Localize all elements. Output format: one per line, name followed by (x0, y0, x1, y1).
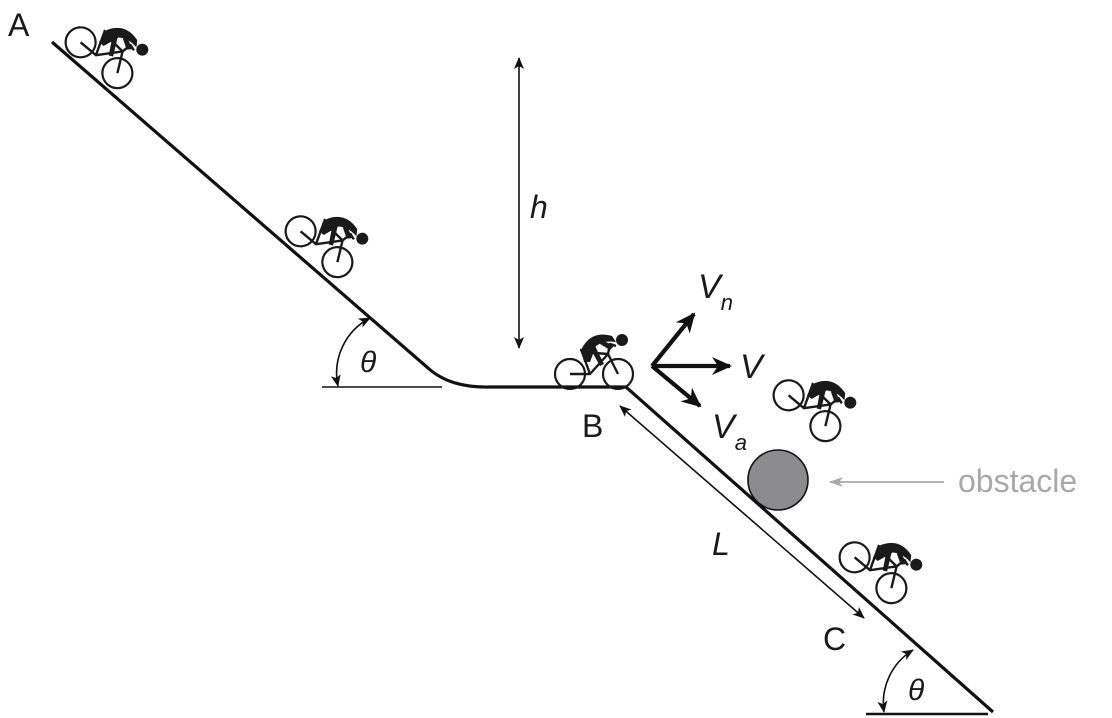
velocity-axial-arrow (650, 364, 702, 408)
obstacle-ball (747, 449, 809, 511)
cyclist-icon (58, 0, 156, 96)
label-velocity-axial-subscript: a (735, 430, 747, 455)
length-arrow (619, 405, 865, 619)
cyclist-icon (553, 332, 635, 391)
label-velocity-normal: Vn (698, 268, 733, 315)
label-point-c: C (823, 621, 846, 657)
label-angle-lower: θ (908, 674, 925, 707)
velocity-normal-arrow (650, 312, 696, 368)
cyclist-icon (766, 353, 864, 449)
label-point-a: A (8, 7, 30, 43)
cyclist-icon (832, 515, 930, 611)
slope-profile (50, 40, 995, 714)
angle-arc-lower (877, 649, 914, 713)
label-length: L (712, 526, 730, 562)
label-obstacle: obstacle (958, 463, 1077, 499)
label-point-b: B (582, 408, 603, 444)
label-velocity: V (740, 348, 766, 386)
label-height: h (530, 189, 548, 225)
label-velocity-normal-subscript: n (721, 290, 733, 315)
label-angle-upper: θ (360, 346, 377, 379)
cyclist-icon (278, 189, 376, 285)
label-velocity-axial: Va (712, 408, 747, 455)
angle-arc-upper (330, 317, 371, 387)
